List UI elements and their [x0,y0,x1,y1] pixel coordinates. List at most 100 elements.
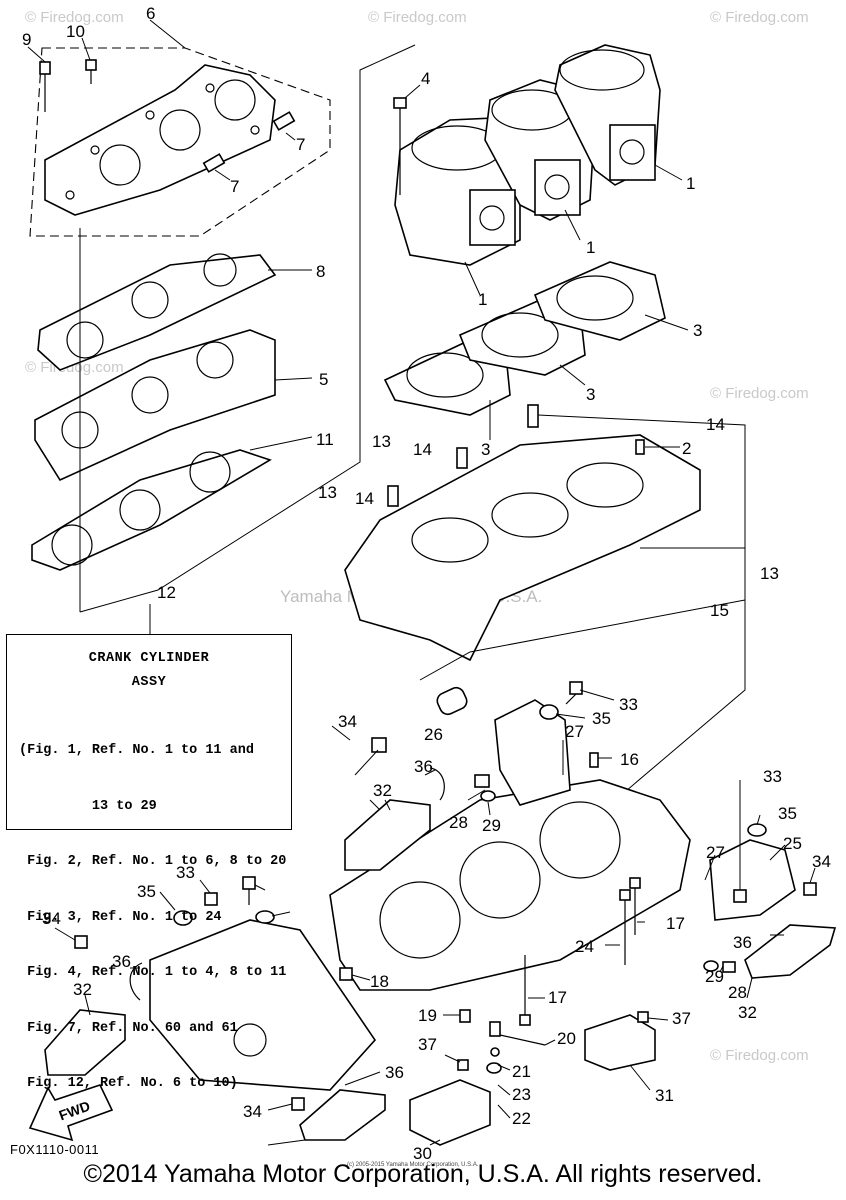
callout-number: 27 [706,843,725,862]
watermark: © Firedog.com [25,9,124,26]
legend-title: CRANK CYLINDER ASSY [7,647,291,695]
callout-number: 36 [414,757,433,776]
watermark: © Firedog.com [710,385,809,402]
bolt [565,681,583,705]
callout-number: 2 [682,439,691,458]
bolt [339,967,353,981]
washer [255,910,275,924]
callout-number: 8 [316,262,325,281]
washer [480,790,496,802]
callout-number: 35 [137,882,156,901]
rubber-mount [344,799,431,871]
bushing [436,686,468,716]
callout-number: 7 [230,177,239,196]
callout-number: 34 [42,909,61,928]
callout-number: 1 [686,174,695,193]
callout-number: 20 [557,1029,576,1048]
callout-number: 18 [370,972,389,991]
callout-number: 17 [666,914,685,933]
callout-number: 27 [565,722,584,741]
bolt [457,1059,469,1071]
callout-number: 9 [22,30,31,49]
callout-number: 36 [385,1063,404,1082]
callout-number: 24 [575,937,594,956]
watermark: © Firedog.com [710,9,809,26]
bolt [722,961,736,973]
callout-number: 3 [693,321,702,340]
callout-number: 3 [586,385,595,404]
bolt [85,59,97,84]
callout-number: 21 [512,1062,531,1081]
callout-number: 12 [157,583,176,602]
callout-number: 14 [413,440,432,459]
figure-code: F0X1110-0011 [10,1142,100,1157]
callout-number: 14 [355,489,374,508]
water-jacket [34,329,276,482]
callout-number: 36 [112,952,131,971]
callout-number: 13 [318,483,337,502]
cylinder-block [394,44,661,266]
upper-crankcase [344,434,701,662]
bolt [519,955,531,1026]
callout-number: 29 [705,967,724,986]
callout-number: 13 [760,564,779,583]
bolt [803,882,817,896]
spark-plug [202,153,226,173]
callout-number: 6 [146,4,155,23]
clamp [489,1021,501,1037]
callout-number: 35 [778,804,797,823]
mount-block [409,1079,491,1146]
callout-number: 1 [586,238,595,257]
callout-number: 31 [655,1086,674,1105]
rubber-mount [299,1089,386,1141]
callout-number: 5 [319,370,328,389]
legend-title-line: ASSY [131,675,167,690]
dowel-pin [527,404,539,428]
callout-number: 37 [418,1035,437,1054]
hose [129,962,143,1001]
callout-number: 13 [372,432,391,451]
callout-number: 25 [783,834,802,853]
callout-number: 28 [728,983,747,1002]
cylinder-gasket [533,261,666,341]
callout-number: 17 [548,988,567,1007]
rubber-mount [44,1009,126,1076]
watermark: © Firedog.com [368,9,467,26]
callouts: 1 1 1 2 3 3 3 4 5 6 7 7 8 9 10 11 12 13 … [22,4,831,1163]
callout-number: 23 [512,1085,531,1104]
bolt [242,876,256,905]
washer [173,910,193,926]
bolt [291,1097,305,1111]
callout-number: 14 [706,415,725,434]
dowel-pin [456,447,468,469]
callout-number: 36 [733,933,752,952]
callout-number: 34 [338,712,357,731]
callout-number: 34 [812,852,831,871]
copyright-footer: ©2014 Yamaha Motor Corporation, U.S.A. A… [83,1160,763,1188]
legend-box: CRANK CYLINDER ASSY (Fig. 1, Ref. No. 1 … [6,634,292,1091]
washer [539,704,559,720]
callout-number: 29 [482,816,501,835]
engine-mount [494,699,571,806]
callout-number: 33 [176,863,195,882]
mount-block [584,1014,656,1071]
legend-title-line: CRANK CYLINDER [88,651,210,666]
legend-line: Fig. 2, Ref. No. 1 to 6, 8 to 20 [19,854,287,869]
leader-lines [27,19,816,1146]
oil-hose [499,1034,546,1046]
washer [490,1047,500,1057]
callout-number: 19 [418,1006,437,1025]
bolt [629,877,641,935]
callout-number: 4 [421,69,430,88]
bolt [204,892,218,906]
engine-mount [709,839,796,921]
bolt [393,97,407,195]
dowel-pin [635,439,645,455]
legend-line: Fig. 4, Ref. No. 1 to 4, 8 to 11 [19,965,287,980]
bolt [39,61,51,112]
legend-line: Fig. 12, Ref. No. 6 to 10) [19,1076,238,1091]
callout-number: 33 [763,767,782,786]
bolt [74,935,88,949]
callout-number: 11 [316,430,334,449]
dowel-pin [589,752,599,768]
